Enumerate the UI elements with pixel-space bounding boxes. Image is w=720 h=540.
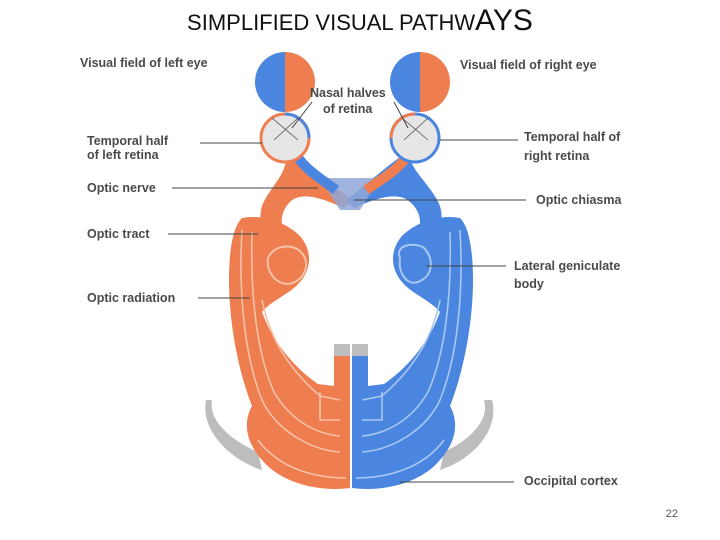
label-temporal-right-2: right retina [524,149,590,163]
slide-title-main: SIMPLIFIED VISUAL PATHW [187,10,476,35]
left-cortex-gray-bar [334,344,350,356]
left-optic-radiation [228,216,350,489]
label-nasal-halves-1: Nasal halves [310,86,386,100]
right-radiation-lines [355,229,462,479]
right-pathway-tract [346,152,442,250]
right-geniculate-body [398,243,432,284]
label-nasal-halves-2: of retina [323,102,373,116]
left-radiation-lines [240,229,347,479]
page-number: 22 [665,508,678,520]
right-cortex-gray-bar [352,344,368,356]
left-pathway-tract [260,152,352,250]
right-eye [389,112,441,164]
label-visual-field-left: Visual field of left eye [80,56,208,70]
label-optic-radiation: Optic radiation [87,291,175,305]
slide-title: SIMPLIFIED VISUAL PATHWAYS [0,4,720,38]
label-lateral-geniculate-2: body [514,277,544,291]
label-optic-tract: Optic tract [87,227,150,241]
label-lateral-geniculate-1: Lateral geniculate [514,259,620,273]
left-visual-field [255,52,315,112]
label-visual-field-right: Visual field of right eye [460,58,597,72]
label-optic-nerve: Optic nerve [87,181,156,195]
left-cortex-tip [205,400,262,470]
right-cortex-tip [440,400,494,470]
left-eye [259,112,311,164]
label-optic-chiasma: Optic chiasma [536,193,622,207]
label-temporal-right-1: Temporal half of [524,130,621,144]
right-optic-radiation [352,216,474,489]
label-temporal-left-2: of left retina [87,148,160,162]
leader-nasal-left [291,101,313,129]
left-geniculate-body [266,245,307,286]
leader-nasal-right [393,101,409,129]
label-temporal-left-1: Temporal half [87,134,169,148]
right-visual-field [390,52,450,112]
slide-title-tail: AYS [475,4,533,37]
label-occipital-cortex: Occipital cortex [524,474,618,488]
